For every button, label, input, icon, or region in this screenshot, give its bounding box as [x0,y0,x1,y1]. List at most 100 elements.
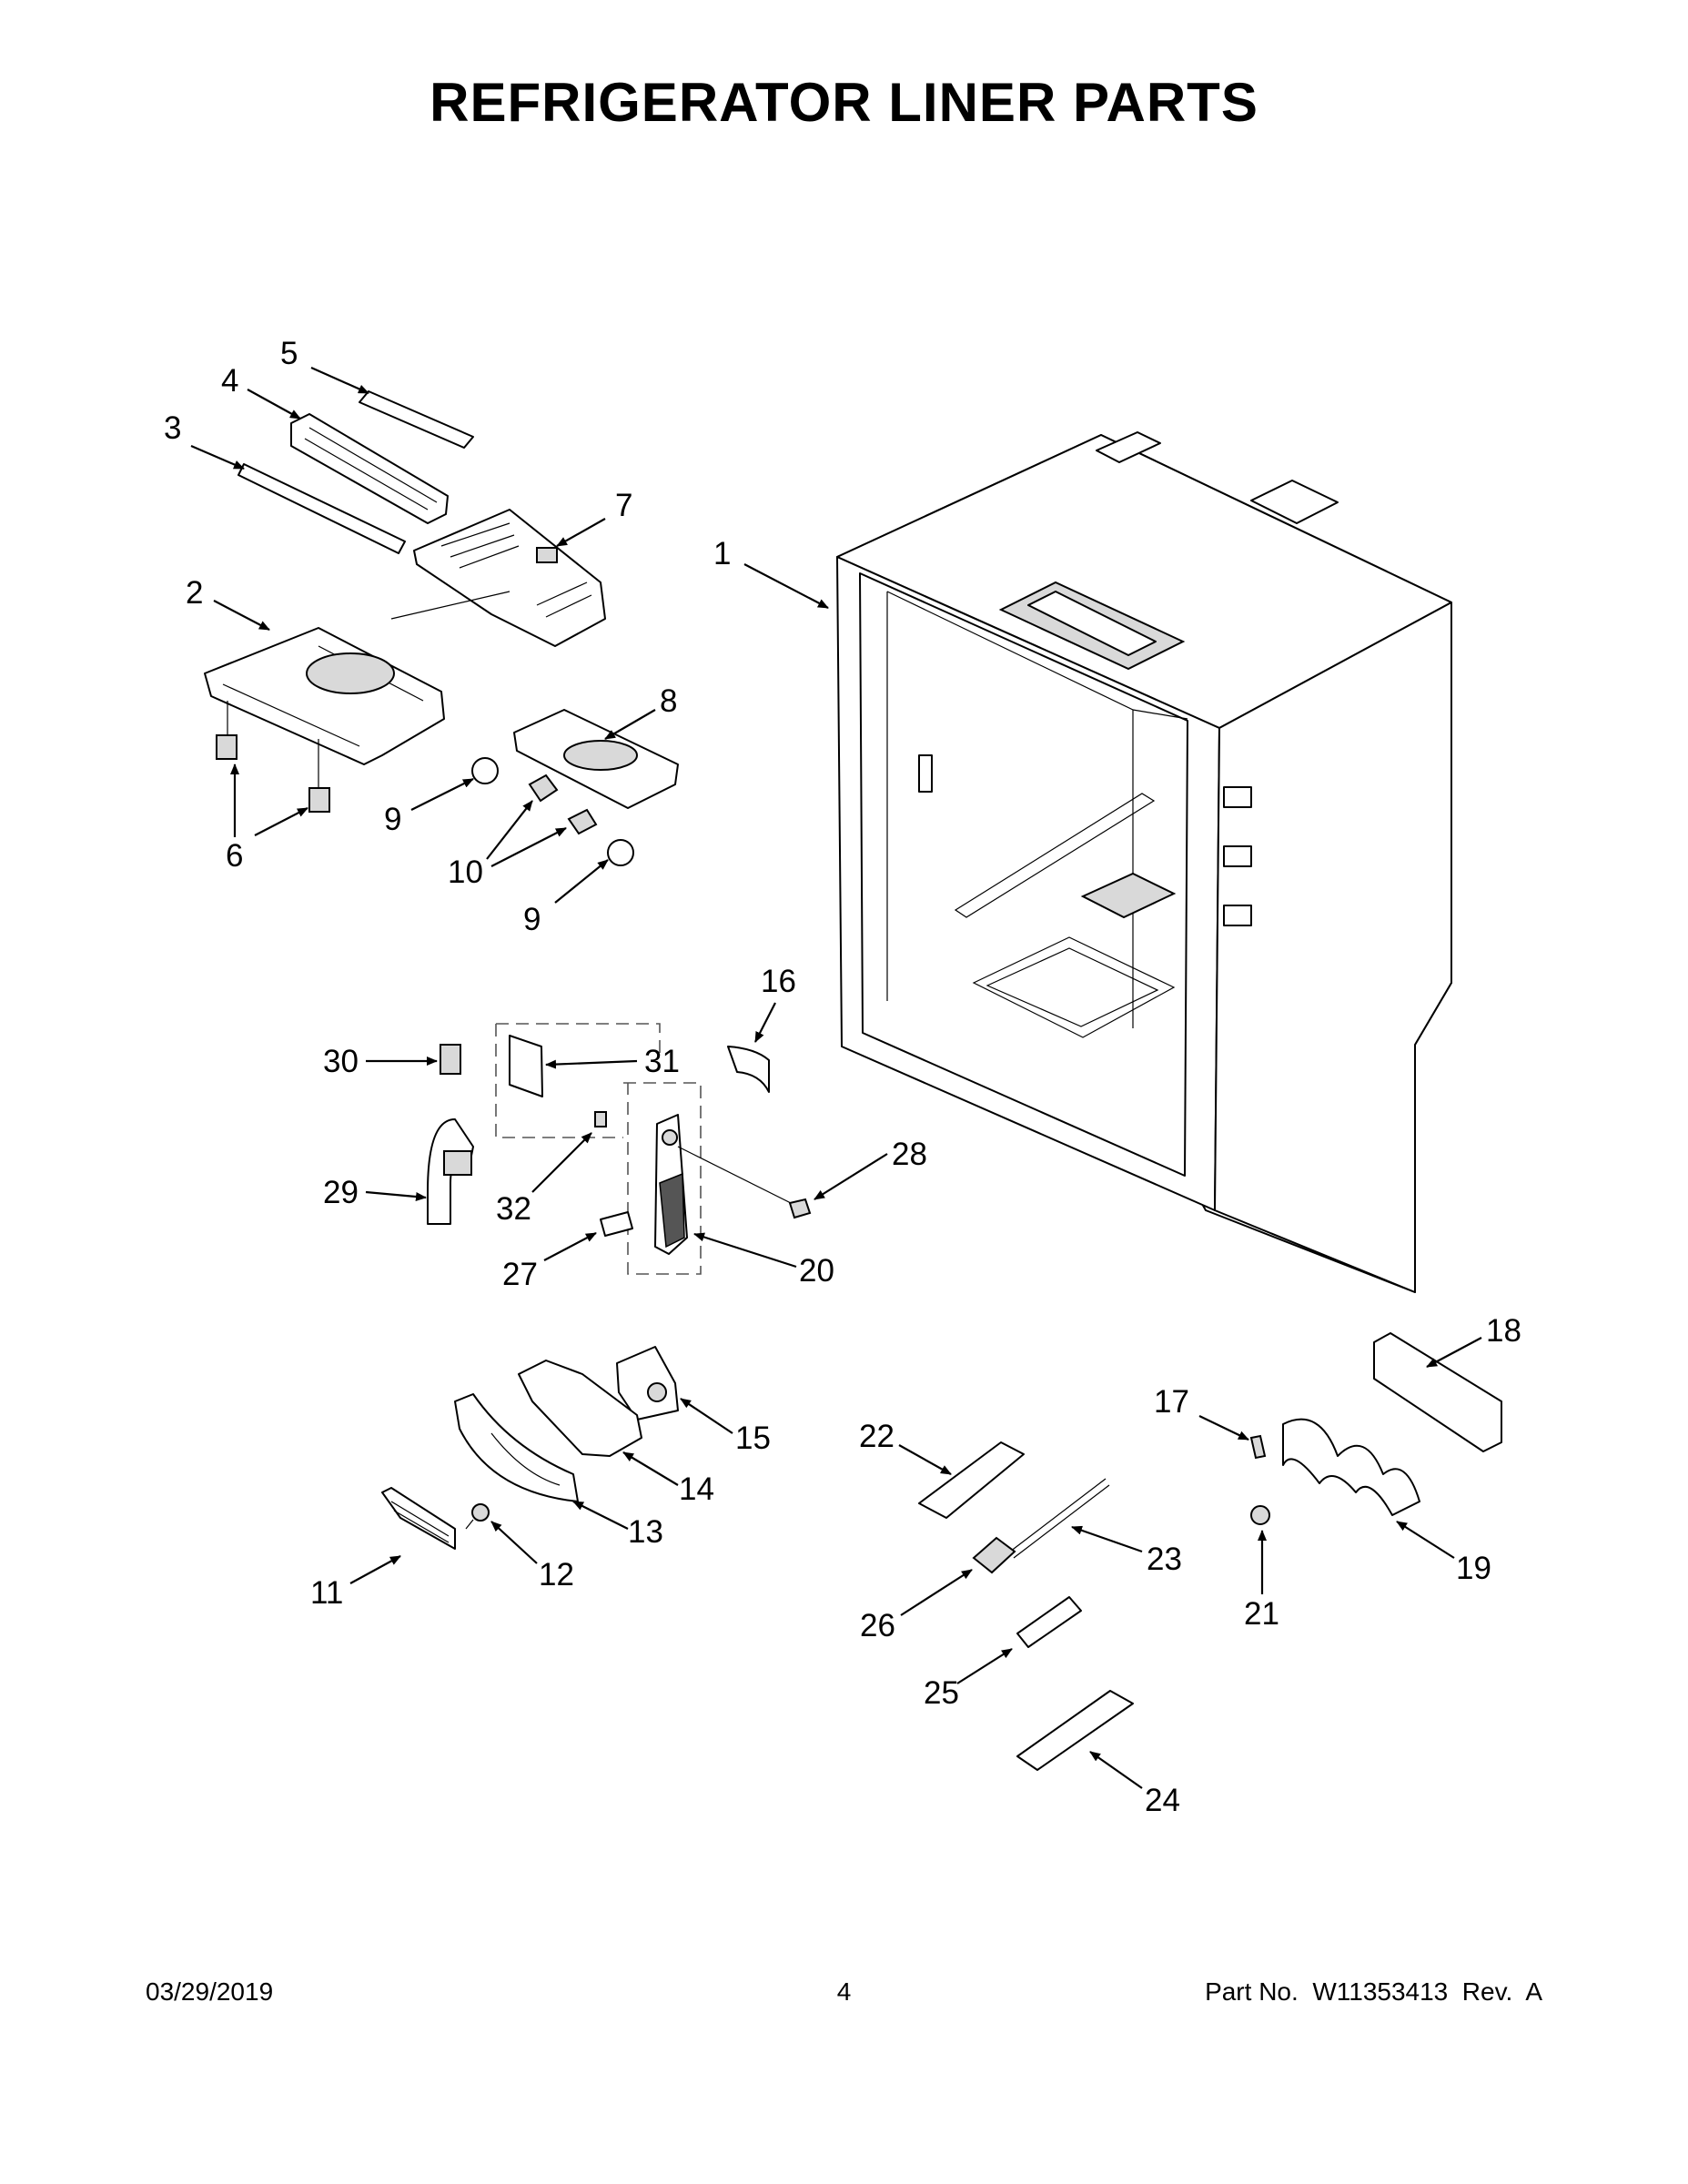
callout-6: 6 [226,763,308,874]
svg-text:21: 21 [1244,1596,1279,1632]
callout-16: 16 [754,964,796,1043]
svg-text:6: 6 [226,838,243,874]
callout-2: 2 [186,575,270,631]
footer-page-number: 4 [836,1977,852,2006]
callout-10: 10 [448,800,567,890]
callout-21: 21 [1244,1530,1279,1632]
part-11-trim [381,1487,456,1550]
callout-30: 30 [323,1044,438,1079]
part-29-tube [427,1118,474,1225]
svg-text:2: 2 [186,575,203,611]
svg-text:14: 14 [679,1471,714,1507]
callout-15: 15 [680,1398,771,1456]
svg-text:9: 9 [523,902,541,937]
part-21-screw [1250,1505,1270,1525]
svg-text:24: 24 [1145,1783,1180,1818]
part-22-bracket [918,1441,1025,1519]
footer-part-number: Part No. W11353413 Rev. A [1205,1977,1542,2006]
callout-14: 14 [622,1451,714,1507]
callout-17: 17 [1154,1384,1249,1441]
svg-text:30: 30 [323,1044,359,1079]
part-25-nut [1016,1596,1082,1648]
svg-text:23: 23 [1147,1542,1182,1577]
callout-11: 11 [310,1555,401,1611]
part-24-tray [1016,1690,1134,1771]
callout-27: 27 [502,1232,597,1292]
callout-32: 32 [496,1132,592,1227]
callout-8: 8 [604,683,677,740]
footer-date: 03/29/2019 [146,1977,274,2006]
part-10-sockets [528,774,598,835]
part-6-switches [216,701,330,813]
svg-text:29: 29 [323,1175,359,1210]
svg-text:4: 4 [221,363,238,399]
part-15-module [616,1346,679,1421]
part-18-block [1373,1332,1502,1452]
part-13-cover [454,1393,579,1502]
part-12-screw [465,1503,490,1530]
svg-text:27: 27 [502,1257,538,1292]
callout-19: 19 [1396,1521,1491,1586]
svg-text:7: 7 [615,488,632,523]
callout-9-lower: 9 [523,859,609,937]
part-5-strip [359,390,474,449]
svg-text:20: 20 [799,1253,834,1289]
part-7-vent-cover [413,509,606,647]
part-8-light-housing [513,709,679,809]
svg-text:3: 3 [164,410,181,446]
svg-text:5: 5 [280,336,298,371]
part-17-pin [1249,1434,1267,1460]
svg-text:1: 1 [713,536,731,571]
svg-text:11: 11 [310,1575,343,1611]
part-14-housing [518,1360,642,1457]
part-26-fitting [972,1536,1016,1574]
callout-25: 25 [924,1648,1013,1711]
part-20-dispenser-housing [654,1114,797,1255]
callout-28: 28 [814,1137,927,1200]
part-28-screw [788,1198,812,1219]
part-4-housing [290,413,449,524]
callout-22: 22 [859,1419,952,1475]
part-32-clip [594,1111,607,1127]
svg-text:9: 9 [384,802,401,837]
svg-text:13: 13 [628,1514,663,1550]
svg-text:26: 26 [860,1608,895,1643]
callout-4: 4 [221,363,301,420]
svg-text:15: 15 [735,1421,771,1456]
svg-text:18: 18 [1486,1313,1521,1349]
part-1-liner [836,431,1452,1293]
callout-23: 23 [1071,1525,1182,1577]
part-9-bulbs [471,757,634,866]
part-19-heater [1282,1418,1420,1516]
svg-text:8: 8 [660,683,677,719]
svg-text:16: 16 [761,964,796,999]
callout-5: 5 [280,336,369,395]
part-27-clip [600,1211,633,1237]
callout-12: 12 [490,1521,574,1592]
part-16-gasket [727,1046,770,1093]
callout-24: 24 [1089,1751,1180,1818]
part-2-tray [204,591,510,765]
callout-26: 26 [860,1569,973,1643]
callout-7: 7 [556,488,632,547]
svg-text:17: 17 [1154,1384,1189,1420]
callout-31: 31 [545,1044,680,1079]
dispenser-assembly-group [495,1023,702,1275]
callout-20: 20 [693,1232,834,1289]
part-30-sensor [440,1044,461,1075]
svg-text:31: 31 [644,1044,680,1079]
callout-13: 13 [572,1501,663,1550]
svg-text:28: 28 [892,1137,927,1172]
svg-text:19: 19 [1456,1551,1491,1586]
callout-3: 3 [164,410,245,470]
page-title: REFRIGERATOR LINER PARTS [430,72,1258,133]
svg-text:10: 10 [448,854,483,890]
part-3-bar [238,463,406,554]
svg-text:25: 25 [924,1675,959,1711]
svg-text:22: 22 [859,1419,895,1454]
svg-text:32: 32 [496,1191,531,1227]
part-23-tube [1009,1478,1110,1559]
svg-text:12: 12 [539,1557,574,1592]
callout-1: 1 [713,536,829,609]
